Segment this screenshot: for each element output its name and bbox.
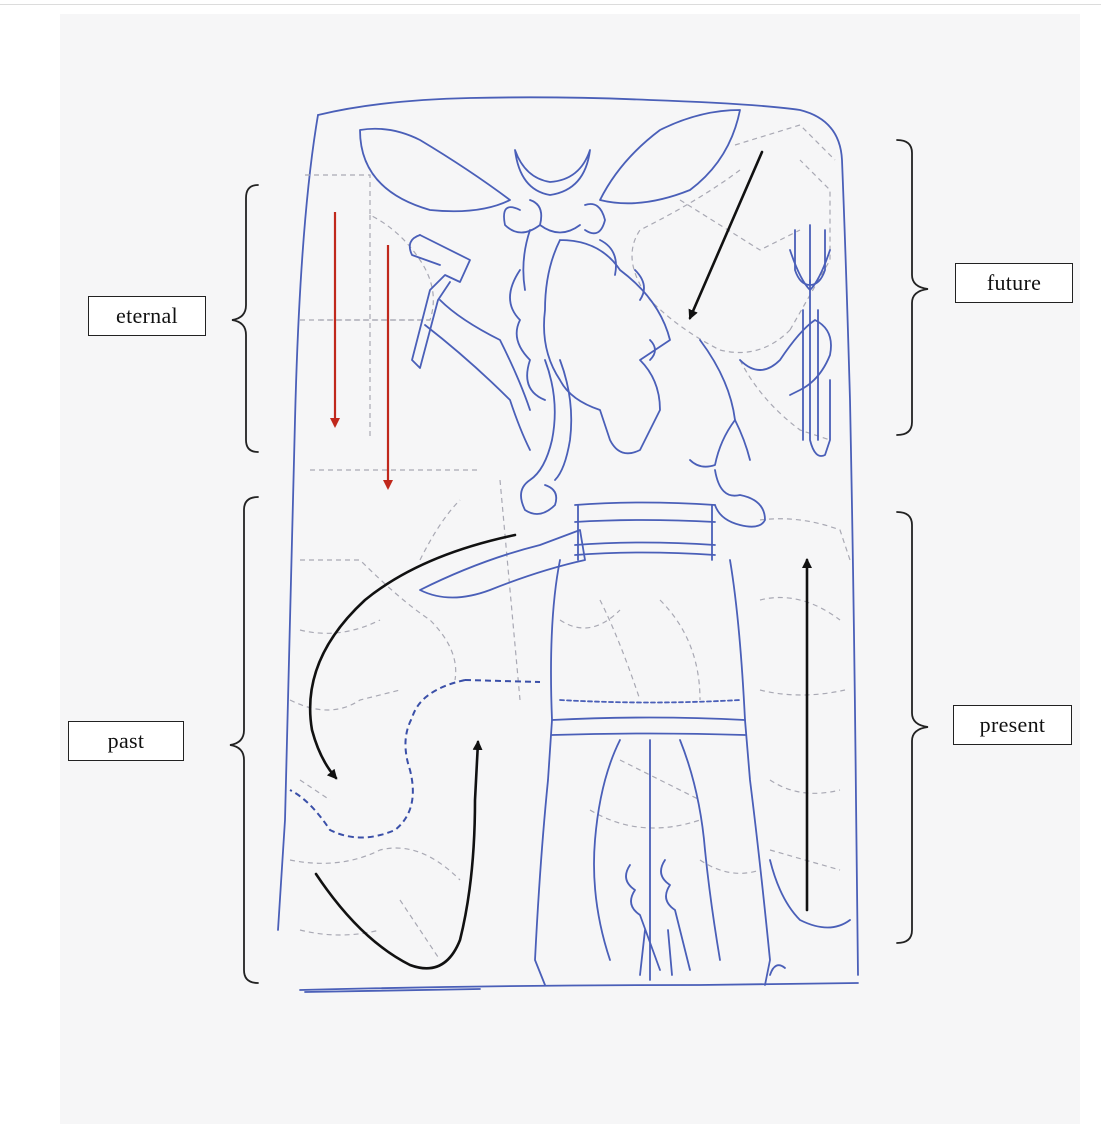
future-bracket [897, 140, 928, 435]
past-dashed-region [290, 680, 540, 838]
past-curve-down-arrow [310, 535, 515, 778]
eternal-bracket [232, 185, 258, 452]
deity-figure [360, 110, 850, 985]
present-bracket [897, 512, 928, 943]
label-future: future [955, 263, 1073, 303]
past-bracket [230, 497, 258, 983]
label-eternal: eternal [88, 296, 206, 336]
eternal-arrows [335, 212, 388, 488]
label-present: present [953, 705, 1072, 745]
future-arrow [690, 152, 762, 318]
flow-arrows [310, 152, 807, 968]
label-past: past [68, 721, 184, 761]
stone-dashes [290, 125, 850, 960]
past-curve-up-arrow [316, 742, 478, 968]
